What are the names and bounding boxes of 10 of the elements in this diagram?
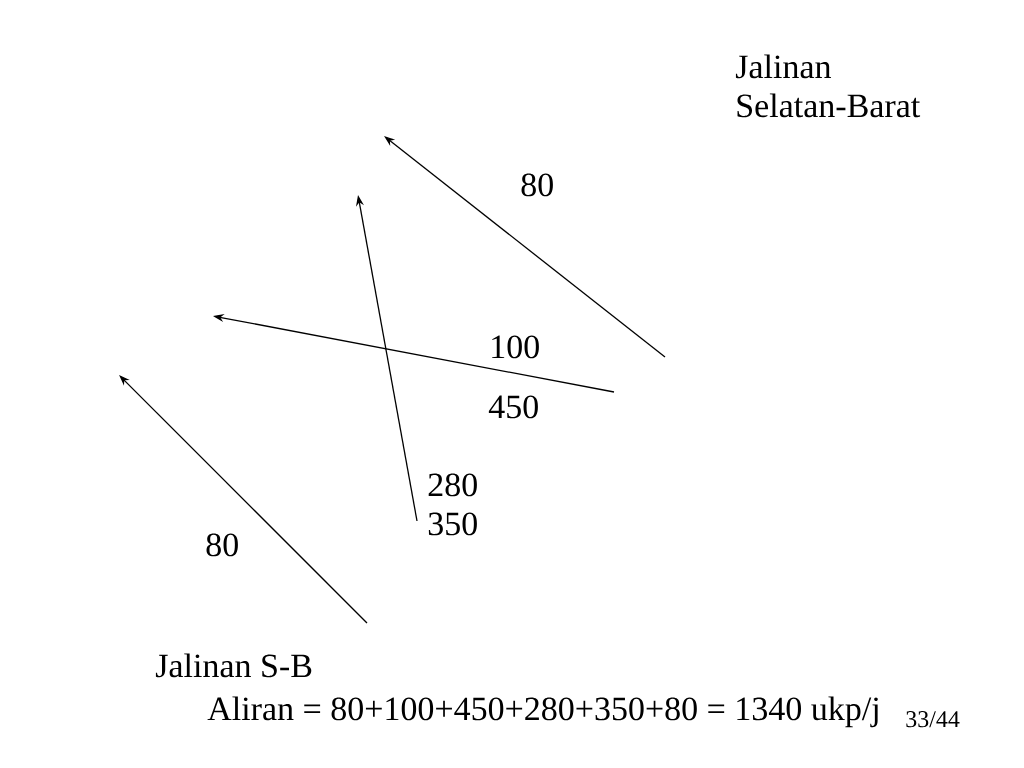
flow-value: 80 (521, 173, 553, 197)
subheading: Jalinan S-B (155, 653, 312, 678)
flow-value: 280 (428, 473, 477, 497)
flow-value: 450 (488, 395, 538, 419)
title: Jalinan Selatan-Barat (735, 54, 921, 118)
flow-value: 80 (206, 533, 238, 557)
page-number: 33/44 (906, 711, 960, 728)
flow-value: 350 (428, 512, 477, 536)
flow-value: 100 (492, 335, 539, 359)
flow-equation: Aliran = 80+100+450+280+350+80 = 1340 ukp/j (207, 696, 878, 728)
